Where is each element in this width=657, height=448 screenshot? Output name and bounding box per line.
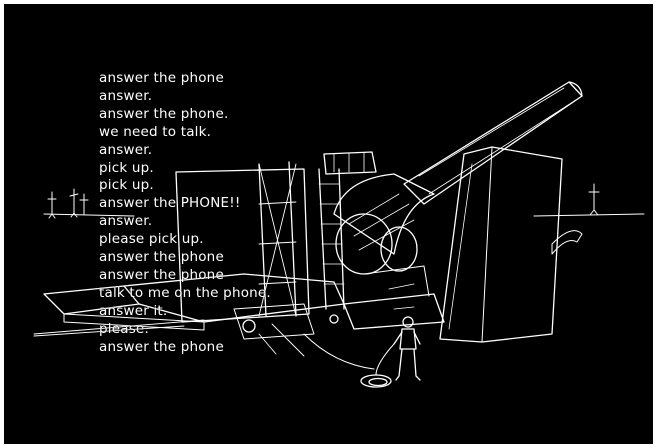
message-line: answer. <box>99 141 153 158</box>
artwork-frame: answer the phone answer. answer the phon… <box>4 4 653 444</box>
message-line: answer the phone <box>99 249 224 266</box>
distant-figure-right <box>551 183 600 255</box>
telescope-drum <box>333 173 435 275</box>
distant-figures-left <box>47 188 89 219</box>
message-line: answer the phone <box>99 338 224 355</box>
message-line: answer the PHONE!! <box>99 195 241 212</box>
message-line: answer. <box>99 213 153 230</box>
message-line: we need to talk. <box>99 123 212 140</box>
telescope-barrel <box>403 81 583 205</box>
standing-man <box>360 316 421 388</box>
horizon-line <box>43 213 645 217</box>
message-line: answer the phone <box>99 266 224 283</box>
message-line: answer. <box>99 87 153 104</box>
scaffold-tower <box>175 151 377 323</box>
message-line: please pick up. <box>99 231 204 248</box>
cable <box>303 333 375 370</box>
message-line: please. <box>99 320 149 337</box>
message-line: pick up. <box>99 177 154 194</box>
telescope-line-drawing <box>33 81 645 388</box>
message-line: talk to me on the phone. <box>99 284 271 301</box>
large-panel <box>439 146 563 343</box>
message-line: answer the phone <box>99 70 224 86</box>
base-platform <box>33 265 445 357</box>
message-line: answer it. <box>99 302 168 319</box>
message-line: pick up. <box>99 159 154 176</box>
message-line: answer the phone. <box>99 105 229 122</box>
message-list: answer the phone answer. answer the phon… <box>99 70 271 357</box>
